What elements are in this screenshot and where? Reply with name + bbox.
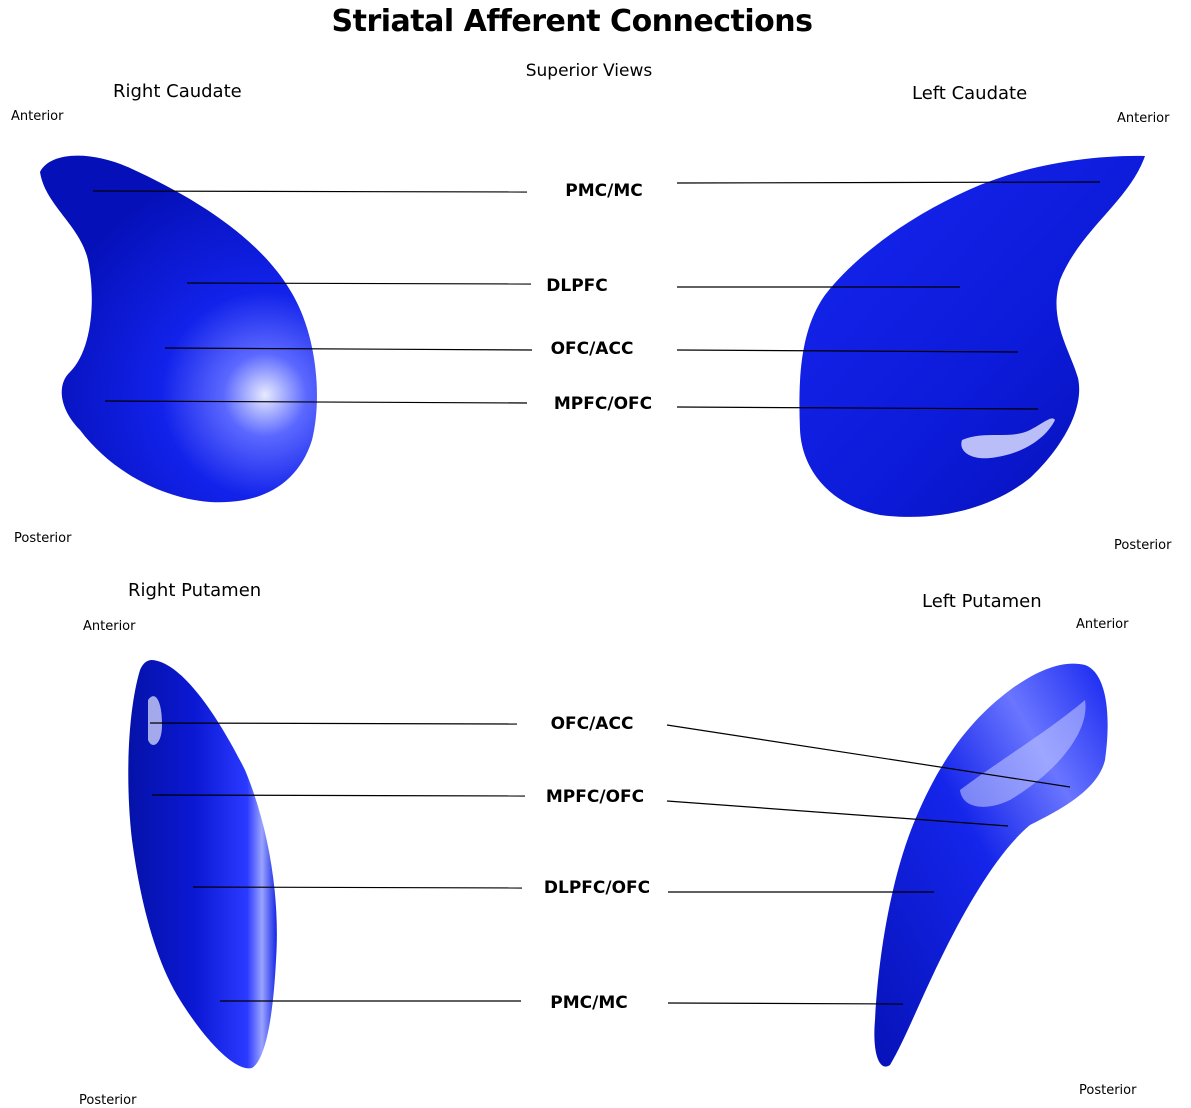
right-caudate-posterior-label: Posterior (14, 531, 72, 546)
figure-title: Striatal Afferent Connections (331, 4, 813, 39)
caudate-leader-lines (92, 181, 1101, 410)
rc-leader-mpfc-ofc (104, 400, 528, 404)
rc-leader-ofc-acc (164, 347, 533, 351)
lp-leader-pmc (667, 1002, 904, 1005)
rp-leader-mpfc-ofc (151, 794, 526, 797)
rp-leader-dlpfc-ofc (192, 886, 523, 889)
putamen-region-dlpfc-ofc: DLPFC/OFC (543, 878, 651, 898)
left-caudate-posterior-label: Posterior (1114, 538, 1172, 553)
left-caudate-label: Left Caudate (912, 83, 1028, 104)
lp-leader-mpfc-ofc (666, 800, 1009, 827)
lc-leader-pmc (676, 181, 1101, 184)
caudate-region-mpfc-ofc: MPFC/OFC (553, 394, 653, 414)
left-putamen-posterior-label: Posterior (1079, 1083, 1137, 1098)
left-caudate-highlight (961, 418, 1055, 459)
right-putamen-posterior-label: Posterior (79, 1093, 137, 1108)
left-putamen-anterior-label: Anterior (1076, 617, 1129, 632)
rc-leader-pmc (92, 190, 528, 193)
putamen-leader-lines (149, 722, 1071, 1005)
rp-leader-ofc-acc (149, 722, 518, 725)
caudate-region-ofc-acc: OFC/ACC (550, 339, 634, 359)
right-caudate-anterior-label: Anterior (11, 109, 64, 124)
left-caudate-shape (799, 155, 1145, 517)
lc-leader-mpfc-ofc (676, 406, 1039, 410)
right-putamen-label: Right Putamen (128, 580, 262, 601)
figure-subtitle: Superior Views (525, 61, 653, 81)
right-putamen-shape (128, 660, 277, 1069)
rc-leader-dlpfc (186, 282, 532, 285)
caudate-region-dlpfc: DLPFC (546, 276, 608, 296)
putamen-region-ofc-acc: OFC/ACC (550, 714, 634, 734)
lc-leader-ofc-acc (676, 349, 1019, 353)
right-caudate-shape (40, 155, 317, 503)
left-putamen-label: Left Putamen (922, 591, 1042, 612)
left-putamen-highlight (960, 700, 1086, 807)
putamen-region-mpfc-ofc: MPFC/OFC (545, 787, 645, 807)
lp-leader-ofc-acc (666, 724, 1071, 788)
right-putamen-anterior-label: Anterior (83, 619, 136, 634)
right-caudate-label: Right Caudate (113, 81, 242, 102)
putamen-region-pmc-mc: PMC/MC (550, 993, 628, 1013)
caudate-region-pmc-mc: PMC/MC (565, 181, 643, 201)
right-putamen-highlight (148, 696, 162, 745)
left-caudate-anterior-label: Anterior (1117, 111, 1170, 126)
